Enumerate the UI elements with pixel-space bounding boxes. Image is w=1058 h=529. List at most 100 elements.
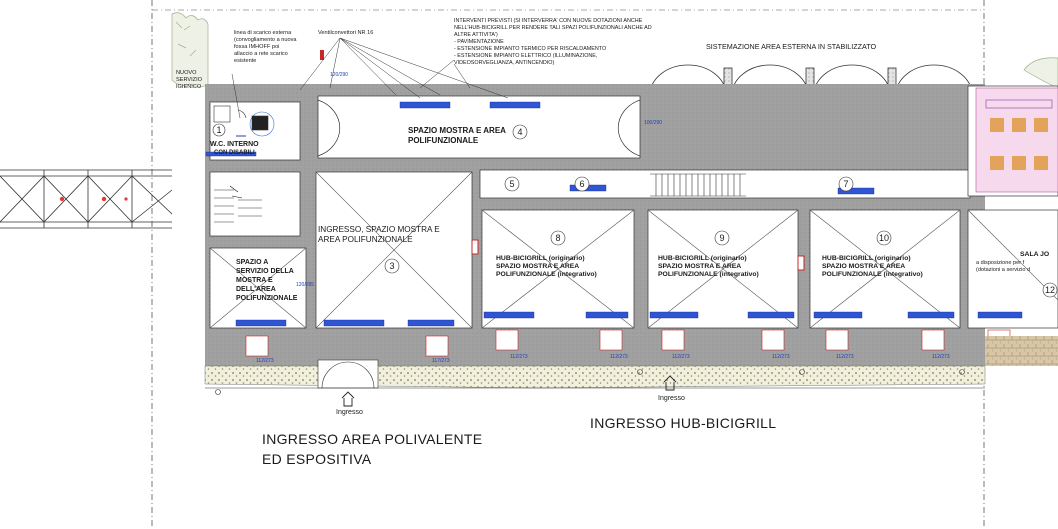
note-ventilconvettori: Ventilconvettori NR 16 <box>318 30 373 36</box>
room-10-line-2: SPAZIO MOSTRA E AREA <box>822 263 905 270</box>
entrance-b-small-label: Ingresso <box>658 395 685 402</box>
room-10-number: 10 <box>879 233 889 243</box>
room-1-label: 1 W.C. INTERNO CON DISABILI <box>210 123 259 156</box>
room-2-line-1: SPAZIO A <box>236 259 268 266</box>
entrance-a-small-label: Ingresso <box>336 409 363 416</box>
note-nuovo-servizio: NUOVO SERVIZIO IGIENICO <box>176 70 204 90</box>
room-8-label: 8 HUB-BICIGRILL (originario) SPAZIO MOST… <box>496 230 597 278</box>
entrance-icon-b <box>663 375 677 391</box>
room-10-label: 10 HUB-BICIGRILL (originario) SPAZIO MOS… <box>822 230 923 278</box>
room-2-line-2: SERVIZIO DELLA <box>236 268 294 275</box>
room-12 <box>967 209 1058 329</box>
note-interventi-line-6: - ESTENSIONE IMPIANTO ELETTRICO (ILLUMIN… <box>454 53 598 59</box>
room-8-number: 8 <box>555 233 560 243</box>
vegetation-top-left <box>171 12 209 88</box>
room-5-label: 5 <box>504 176 520 192</box>
room-6-label: 6 <box>574 176 590 192</box>
room-9-line-1: HUB-BICIGRILL (originario) <box>658 255 747 262</box>
note-scarico: linea di scarico esterna (convogliamento… <box>234 30 298 64</box>
room-4-apses <box>317 99 641 157</box>
note-interventi-line-1: INTERVENTI PREVISTI (SI INTERVERRA' CON … <box>454 18 643 24</box>
room-5-6-7 <box>479 169 971 199</box>
entrance-a-label: INGRESSO AREA POLIVALENTE ED ESPOSITIVA <box>262 431 487 467</box>
door-tag-7: 112/273 <box>672 354 690 360</box>
note-interventi-line-4: - PAVIMENTAZIONE <box>454 39 504 45</box>
door-tag-3: 120/285 <box>296 282 314 288</box>
external-walkway <box>0 169 173 229</box>
door-tag-5: 112/273 <box>510 354 528 360</box>
fire-markers <box>236 50 805 271</box>
note-interventi-line-3: ALTRE ATTIVITA') <box>454 32 498 38</box>
room-10-line-1: HUB-BICIGRILL (originario) <box>822 255 911 262</box>
note-scarico-line-1: linea di scarico esterna <box>234 30 292 36</box>
door-tag-11: 117/273 <box>432 358 450 364</box>
room-3-line-2: AREA POLIFUNZIONALE <box>318 235 413 244</box>
room-4 <box>317 95 641 159</box>
room-3-number: 3 <box>389 261 394 271</box>
room-6-number: 6 <box>579 179 584 189</box>
door-tags: 100/290 120/290 120/285 112/273 112/273 … <box>256 72 950 364</box>
room-7-number: 7 <box>843 179 848 189</box>
note-interventi: INTERVENTI PREVISTI (SI INTERVERRA' CON … <box>454 18 653 66</box>
room-12-line-1: SALA JO <box>1020 251 1049 258</box>
note-scarico-line-4: allaccio a rete scarico <box>234 51 288 57</box>
wc-fixtures <box>213 105 275 137</box>
leader-lines <box>231 37 509 119</box>
door-tag-6: 112/273 <box>610 354 628 360</box>
top-right-services <box>975 87 1058 193</box>
door-tag-2: 120/290 <box>330 72 348 78</box>
room-12-label: SALA JO a disposizione per f (dotazioni … <box>976 251 1058 298</box>
room-4-label: SPAZIO MOSTRA E AREA POLIFUNZIONALE 4 <box>408 124 528 145</box>
door-tag-4: 112/273 <box>256 358 274 364</box>
room-2-label: SPAZIO A SERVIZIO DELLA MOSTRA E DELL'AR… <box>236 259 298 302</box>
svg-text:HUB-BICIGRILL (originario): HUB-BICIGRILL (originario) SPAZIO MOSTRA… <box>822 255 923 278</box>
vault-diagonals <box>209 171 1058 329</box>
room-1-name: W.C. INTERNO <box>210 141 259 148</box>
room-7-label: 7 <box>838 176 854 192</box>
room-3-label: INGRESSO, SPAZIO MOSTRA E AREA POLIFUNZI… <box>318 225 442 274</box>
room-1-number: 1 <box>216 125 221 135</box>
svg-text:SPAZIO MOSTRA E AREA POL: SPAZIO MOSTRA E AREA POLIFUNZIONALE <box>408 126 508 145</box>
svg-text:HUB-BICIGRILL (originario): HUB-BICIGRILL (originario) SPAZIO MOSTRA… <box>496 255 597 278</box>
room-5-number: 5 <box>509 179 514 189</box>
room-12-number: 12 <box>1045 285 1055 295</box>
room-3-line-1: INGRESSO, SPAZIO MOSTRA E <box>318 225 440 234</box>
note-nuovo-servizio-line-2: SERVIZIO <box>176 77 203 83</box>
vegetation-top-right <box>1023 57 1058 89</box>
svg-text:INGRESSO, SPAZIO MOSTRA E: INGRESSO, SPAZIO MOSTRA E AREA POLIFUNZI… <box>318 225 442 244</box>
note-interventi-line-5: - ESTENSIONE IMPIANTO TERMICO PER RISCAL… <box>454 46 606 52</box>
south-exterior <box>204 336 1058 395</box>
room-8-line-1: HUB-BICIGRILL (originario) <box>496 255 585 262</box>
entrance-b-label: INGRESSO HUB-BICIGRILL <box>590 415 776 431</box>
note-interventi-line-2: NELL'HUB-BICIGRILL PER RENDERE TALI SPAZ… <box>454 25 652 31</box>
door-tag-10: 112/273 <box>932 354 950 360</box>
note-nuovo-servizio-line-1: NUOVO <box>176 70 197 76</box>
room-2-line-3: MOSTRA E <box>236 277 273 284</box>
entrance-icon-a <box>341 391 355 407</box>
door-tag-1: 100/290 <box>644 120 662 126</box>
room-4-number: 4 <box>517 127 522 137</box>
room-8-line-2: SPAZIO MOSTRA E AREA <box>496 263 579 270</box>
staircase <box>214 173 746 223</box>
room-9-line-3: POLIFUNZIONALE (integrativo) <box>658 271 759 278</box>
room-9-label: 9 HUB-BICIGRILL (originario) SPAZIO MOST… <box>658 230 759 278</box>
note-scarico-line-2: (convogliamento a nuova <box>234 37 297 43</box>
room-4-line-2: POLIFUNZIONALE <box>408 136 479 145</box>
entrance-a-line-2: ED ESPOSITIVA <box>262 451 372 467</box>
door-tag-8: 112/273 <box>772 354 790 360</box>
room-2-line-4: DELL'AREA <box>236 286 276 293</box>
note-interventi-line-7: VIDEOSORVEGLIANZA, ANTINCENDIO) <box>454 60 554 66</box>
room-1-sub: CON DISABILI <box>214 150 255 156</box>
room-8-line-3: POLIFUNZIONALE (integrativo) <box>496 271 597 278</box>
svg-text:HUB-BICIGRILL (originario): HUB-BICIGRILL (originario) SPAZIO MOSTRA… <box>658 255 759 278</box>
door-tag-9: 112/273 <box>836 354 854 360</box>
room-stairs <box>209 171 301 237</box>
room-2-line-5: POLIFUNZIONALE <box>236 295 298 302</box>
note-scarico-line-5: esistente <box>234 58 256 64</box>
note-scarico-line-3: fossa IMHOFF poi <box>234 44 279 50</box>
room-4-line-1: SPAZIO MOSTRA E AREA <box>408 126 506 135</box>
room-9-number: 9 <box>719 233 724 243</box>
note-nuovo-servizio-line-3: IGIENICO <box>176 84 202 90</box>
note-area-esterna: SISTEMAZIONE AREA ESTERNA IN STABILIZZAT… <box>706 42 877 51</box>
